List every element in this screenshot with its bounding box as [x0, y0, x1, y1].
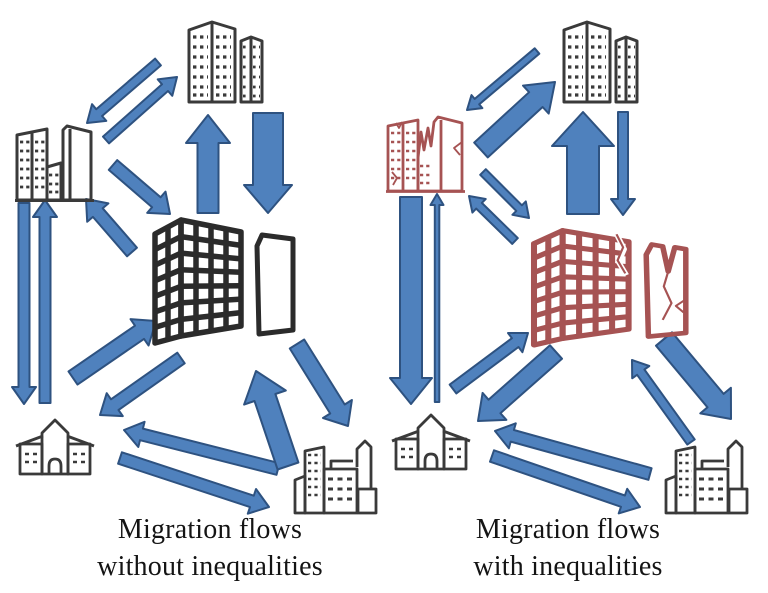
- skyscraper-pair-icon: [562, 20, 639, 104]
- house-icon: [14, 418, 96, 476]
- arrow-midrise-to-skyline: [102, 76, 178, 145]
- arrow-city-to-center: [243, 370, 300, 471]
- arrow-house-to-city: [489, 449, 641, 515]
- damaged-midrise-buildings-icon: [384, 115, 467, 193]
- arrow-center-to-city: [655, 331, 732, 420]
- arrow-house-to-midrise: [429, 193, 445, 403]
- left-caption: Migration flows without inequalities: [28, 511, 392, 585]
- damaged-large-building-icon: [534, 231, 686, 345]
- arrow-midrise-to-skyline: [473, 81, 556, 159]
- arrow-center-to-skyline: [185, 114, 231, 214]
- arrow-center-to-house: [99, 351, 186, 418]
- right-panel: [384, 20, 749, 515]
- house-icon: [390, 413, 472, 471]
- left-panel: [11, 20, 378, 515]
- arrow-midrise-to-house: [389, 196, 433, 405]
- midrise-buildings-icon: [13, 124, 96, 202]
- skyscraper-pair-icon: [187, 20, 264, 104]
- arrow-house-to-center: [67, 318, 157, 386]
- arrow-center-to-house: [477, 344, 563, 422]
- arrow-skyline-to-center: [243, 112, 293, 214]
- arrow-city-to-house: [494, 422, 653, 481]
- left-caption-line2: without inequalities: [97, 551, 323, 582]
- arrow-center-to-skyline: [551, 111, 615, 215]
- city-buildings-icon: [293, 439, 378, 515]
- arrow-city-to-house: [123, 420, 281, 476]
- city-buildings-icon: [664, 439, 749, 515]
- arrow-midrise-to-center: [107, 159, 171, 215]
- arrow-house-to-center: [448, 332, 529, 395]
- arrow-skyline-to-center: [610, 111, 636, 216]
- arrow-skyline-to-midrise: [466, 47, 541, 111]
- right-caption-line2: with inequalities: [473, 551, 663, 582]
- left-caption-line1: Migration flows: [117, 514, 303, 545]
- large-building-icon: [155, 220, 293, 343]
- arrow-midrise-to-center: [479, 168, 530, 219]
- arrow-house-to-midrise: [32, 199, 58, 404]
- arrow-city-to-center: [631, 359, 696, 446]
- right-caption: Migration flows with inequalities: [390, 511, 746, 585]
- arrow-skyline-to-midrise: [86, 57, 162, 124]
- arrow-center-to-city: [288, 338, 353, 427]
- arrow-center-to-midrise: [468, 195, 519, 245]
- arrow-midrise-to-house: [11, 202, 37, 405]
- arrow-house-to-city: [117, 451, 270, 515]
- arrow-center-to-midrise: [85, 198, 138, 258]
- right-caption-line1: Migration flows: [475, 514, 661, 545]
